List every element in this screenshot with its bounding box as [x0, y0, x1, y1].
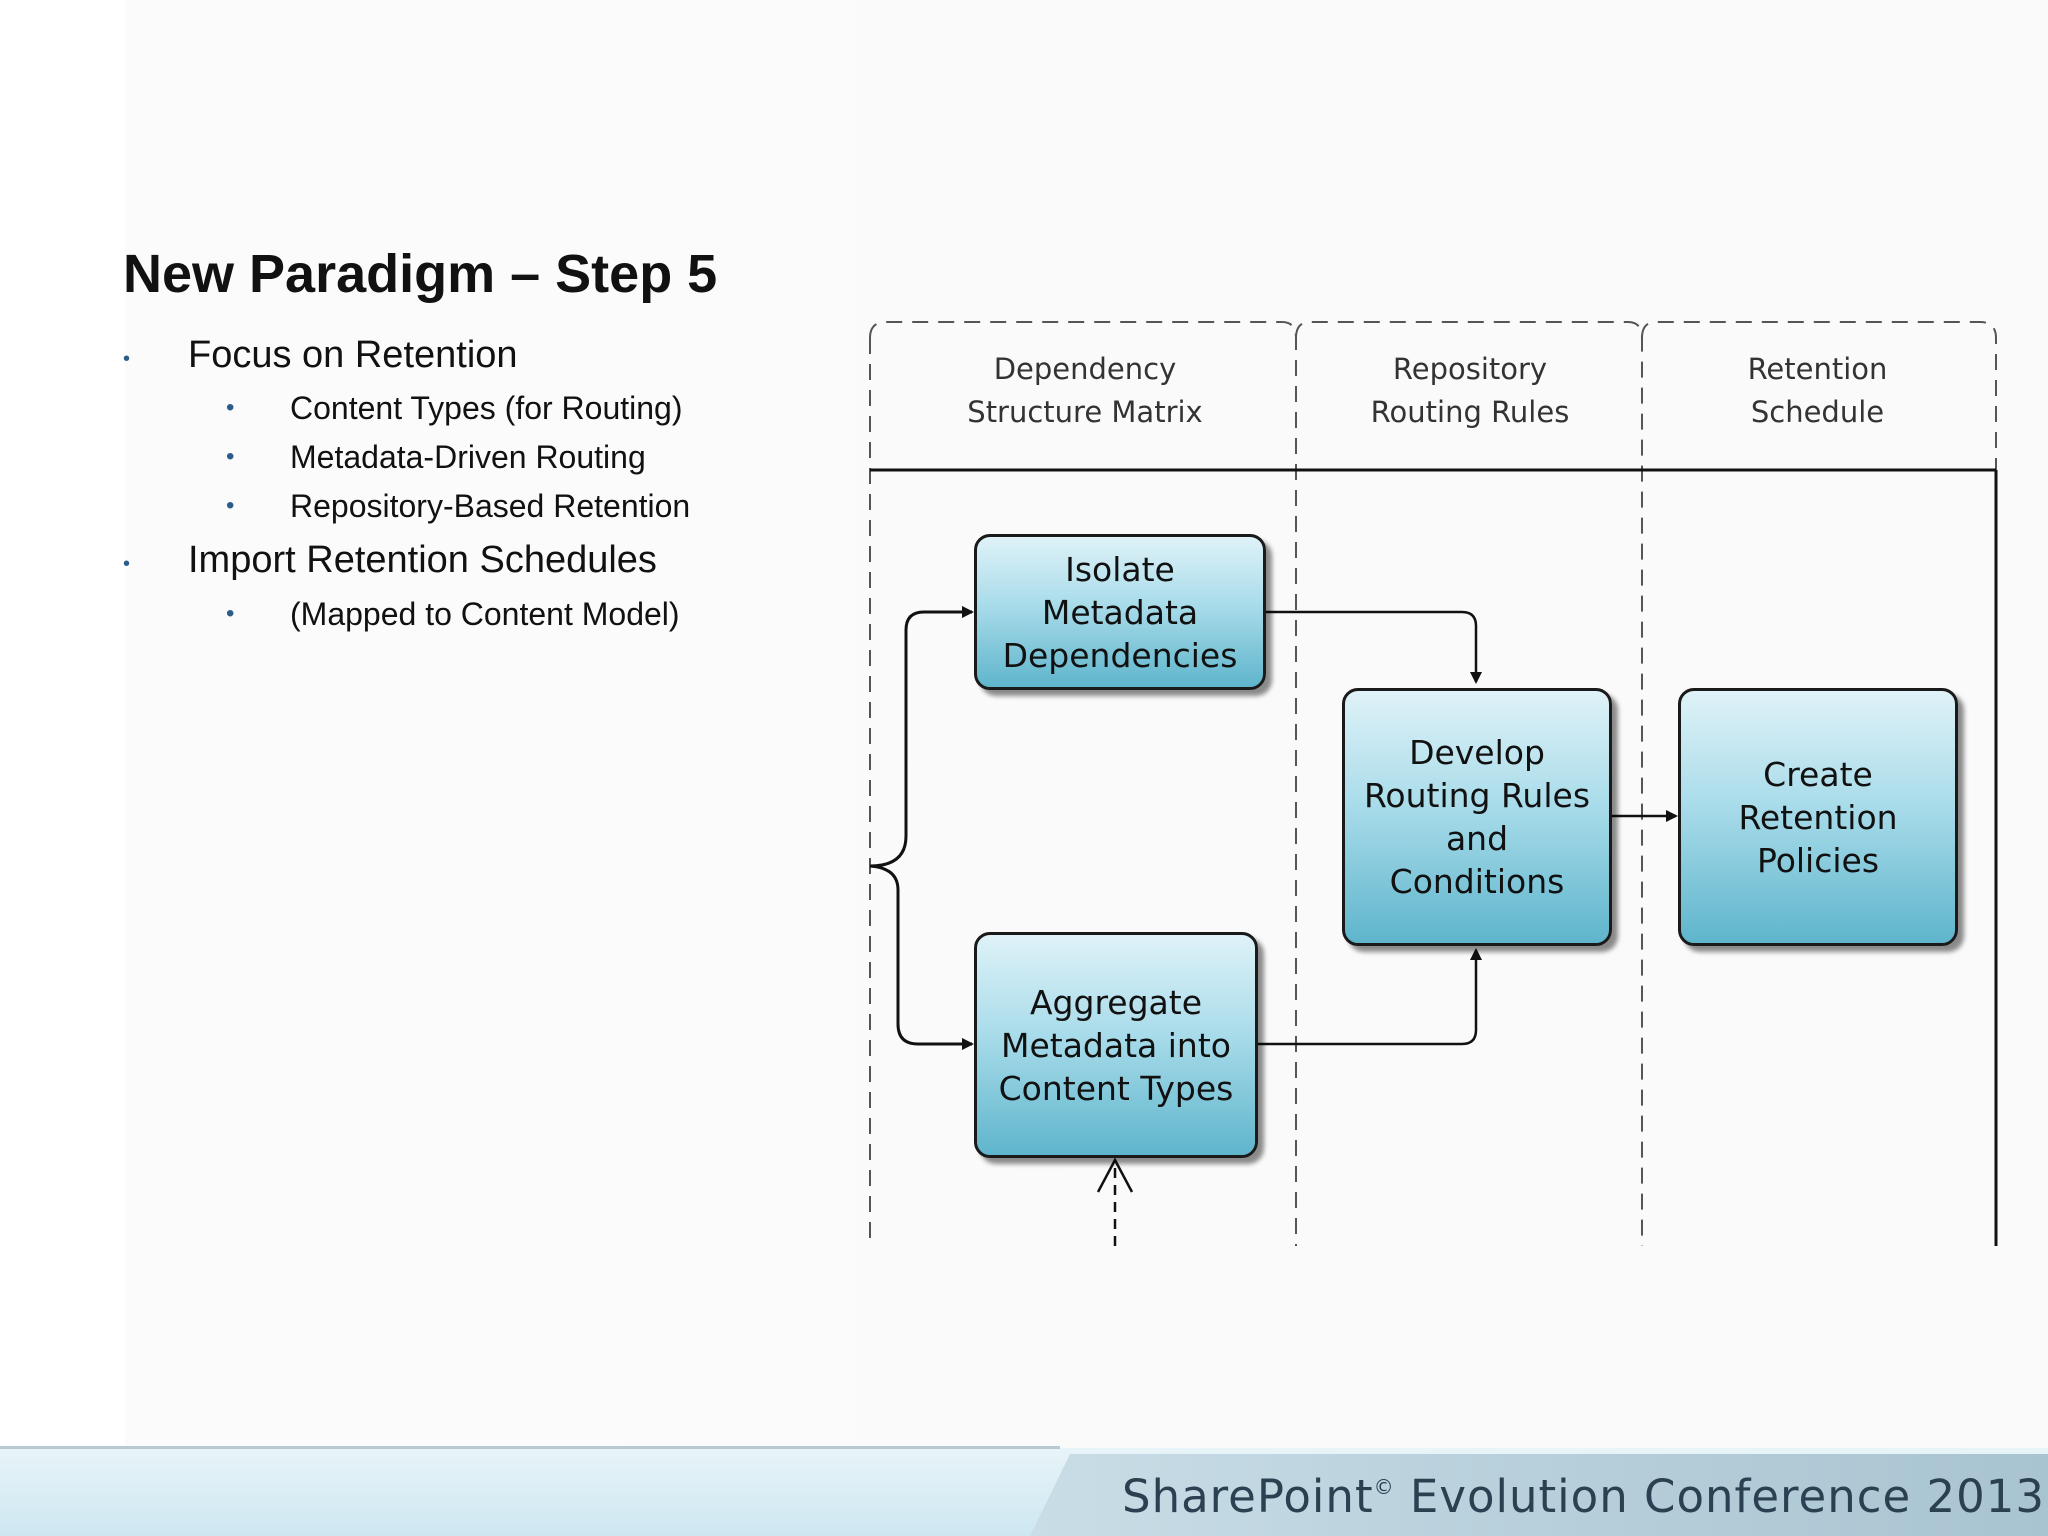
bullet-marker: •: [226, 600, 235, 627]
box-text: Aggregate: [1029, 982, 1202, 1022]
box-text: Policies: [1756, 840, 1880, 880]
box-text: Isolate: [1065, 549, 1175, 589]
box-text: Content Types: [998, 1068, 1234, 1108]
slide-title: New Paradigm – Step 5: [123, 244, 718, 304]
sub-bullet-item: Repository-Based Retention: [290, 488, 691, 524]
sub-bullet-item: Metadata-Driven Routing: [290, 439, 646, 475]
box-text: Create: [1763, 754, 1873, 794]
box-text: Dependencies: [1002, 635, 1238, 675]
box-isolate-metadata-dependencies: Isolate Metadata Dependencies: [974, 534, 1266, 690]
lane-label-retention: Retention Schedule: [1650, 348, 1985, 434]
dashed-arrowhead: [1096, 1157, 1134, 1193]
footer-divider: [0, 1446, 1060, 1449]
conference-footer: SharePoint© Evolution Conference 2013: [1122, 1470, 2045, 1523]
box-text: Metadata into: [1001, 1025, 1231, 1065]
split-connector: [869, 864, 974, 1050]
bullet-marker: •: [226, 394, 235, 421]
lane-border: [869, 321, 1997, 1246]
box-text: Routing Rules: [1363, 776, 1591, 815]
box-create-retention-policies: Create Retention Policies: [1678, 688, 1958, 946]
lane-label-line: Schedule: [1750, 395, 1885, 429]
lane-label-line: Routing Rules: [1370, 395, 1570, 429]
bullet-item: Focus on Retention: [188, 334, 518, 376]
lane-label-line: Structure Matrix: [967, 395, 1203, 429]
bullet-item: Import Retention Schedules: [188, 539, 657, 581]
lane-label-line: Dependency: [993, 352, 1177, 386]
footer-tab: [1030, 1454, 2048, 1536]
box-text: and: [1445, 819, 1509, 858]
box-aggregate-metadata: Aggregate Metadata into Content Types: [974, 932, 1258, 1158]
bullet-marker: •: [226, 492, 235, 519]
bullet-marker: •: [123, 553, 131, 575]
lane-label-line: Retention: [1747, 352, 1888, 386]
footer-rest: Evolution Conference 2013: [1394, 1470, 2045, 1523]
connector-aggregate-develop: [1256, 948, 1482, 1046]
lane-label-line: Repository: [1392, 352, 1548, 386]
box-develop-routing-rules: Develop Routing Rules and Conditions: [1342, 688, 1612, 946]
sub-bullet-item: Content Types (for Routing): [290, 390, 683, 426]
connector-isolate-develop: [1264, 610, 1482, 684]
footer-mark: ©: [1373, 1475, 1395, 1499]
sub-bullet-item: (Mapped to Content Model): [290, 596, 680, 632]
box-text: Conditions: [1389, 862, 1565, 901]
box-text: Retention: [1738, 797, 1898, 837]
bullet-marker: •: [123, 348, 131, 370]
lane-label-repository: Repository Routing Rules: [1300, 348, 1640, 434]
bullet-marker: •: [226, 443, 235, 470]
box-text: Metadata: [1041, 592, 1199, 632]
footer-brand: SharePoint: [1122, 1470, 1374, 1523]
box-text: Develop: [1409, 733, 1545, 772]
split-connector: [869, 606, 974, 868]
lane-label-dependency: Dependency Structure Matrix: [900, 348, 1270, 434]
